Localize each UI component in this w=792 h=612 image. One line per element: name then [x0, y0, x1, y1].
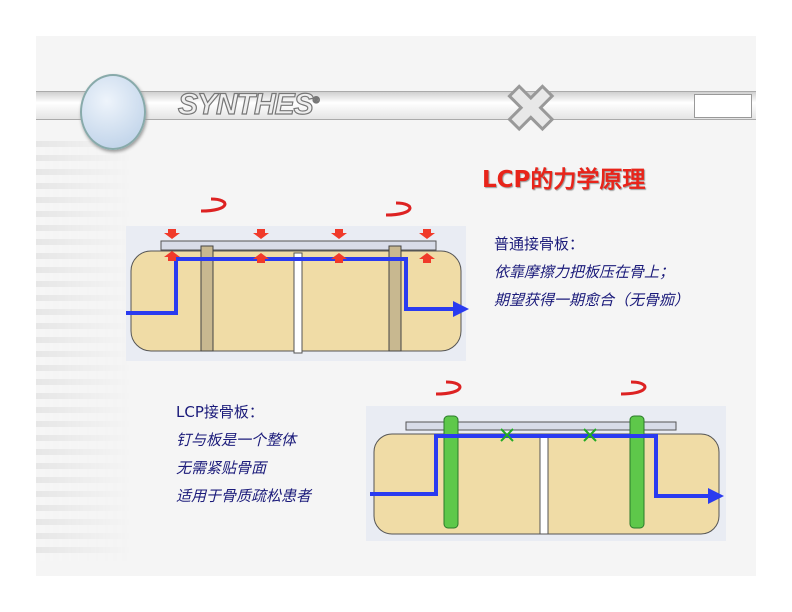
brand-logo: SYNTHES® — [177, 87, 319, 121]
force-arrow — [370, 434, 724, 504]
decorative-stripes — [36, 141, 131, 561]
locking-screw — [629, 415, 645, 529]
plate — [160, 240, 437, 251]
screw — [200, 245, 214, 352]
conventional-heading: 普通接骨板： — [494, 235, 585, 253]
header-bar — [36, 91, 756, 120]
conventional-line: 期望获得一期愈合（无骨痂） — [494, 291, 690, 309]
rotation-arrow-icon — [200, 197, 412, 217]
conventional-line: 依靠摩擦力把板压在骨上； — [494, 263, 675, 281]
rotation-arrow-icon — [435, 380, 647, 396]
locking-screw — [443, 415, 459, 529]
synthes-logo-icon — [80, 74, 146, 150]
slide: SYNTHES® ✖ LCP的力学原理 普通接骨板： 依靠摩擦力把板压在骨上； … — [36, 36, 756, 576]
header-box — [694, 94, 752, 118]
lcp-line: 无需紧贴骨面 — [176, 459, 267, 477]
compression-arrows — [164, 229, 435, 263]
x-bone-icon: ✖ — [504, 73, 559, 146]
no-compression-marks — [500, 428, 597, 442]
lcp-plate-text: LCP接骨板： 钉与板是一个整体 无需紧贴骨面 适用于骨质疏松患者 — [176, 398, 311, 510]
conventional-plate-diagram — [126, 197, 469, 361]
screw — [388, 245, 402, 352]
conventional-plate-text: 普通接骨板： 依靠摩擦力把板压在骨上； 期望获得一期愈合（无骨痂） — [494, 230, 689, 314]
force-arrow — [126, 257, 469, 317]
lcp-line: 钉与板是一个整体 — [176, 431, 297, 449]
plate — [405, 421, 677, 431]
lcp-plate-diagram — [366, 380, 726, 541]
lcp-heading: LCP接骨板： — [176, 403, 264, 421]
slide-title: LCP的力学原理 — [482, 167, 646, 193]
lcp-line: 适用于骨质疏松患者 — [176, 487, 312, 505]
